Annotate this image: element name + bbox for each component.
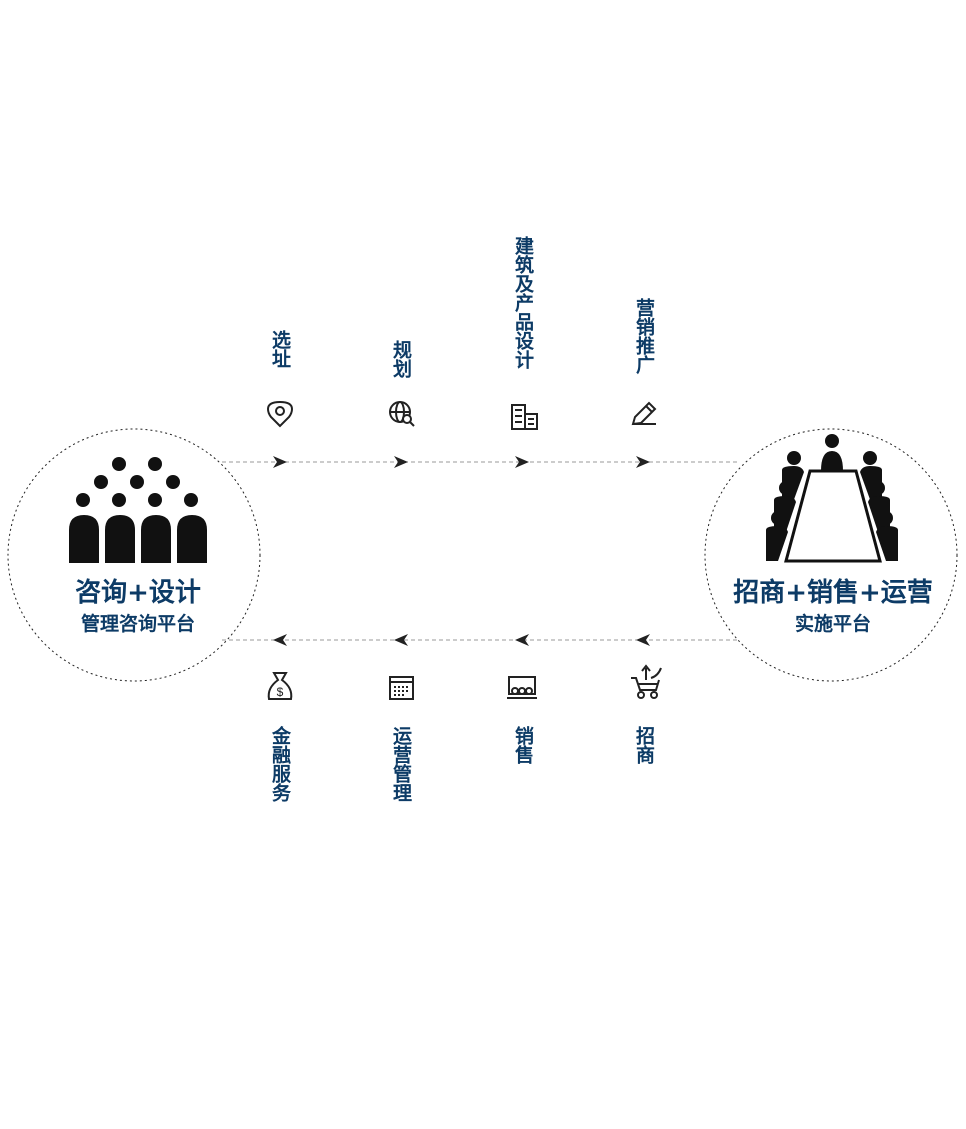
- arrow-left-icon: [394, 634, 408, 646]
- building-icon: [511, 404, 538, 430]
- left-hub-subtitle: 管理咨询平台: [80, 613, 195, 635]
- right-hub-circle: [704, 428, 958, 682]
- step-label-marketing: 营销推广: [633, 298, 655, 374]
- money-bag-icon: $: [267, 672, 293, 700]
- top-arrows: [273, 456, 650, 468]
- right-hub-title: 招商+销售+运营: [733, 578, 933, 608]
- left-hub-title: 咨询+设计: [75, 578, 201, 608]
- arrow-left-icon: [515, 634, 529, 646]
- globe-search-icon: [389, 401, 415, 427]
- left-hub-circle: [7, 428, 261, 682]
- bottom-arrows: [273, 634, 650, 646]
- step-label-financial-services: 金融服务: [269, 726, 291, 802]
- arrow-right-icon: [515, 456, 529, 468]
- presentation-icon: [507, 676, 537, 699]
- step-label-site-selection: 选址: [269, 330, 291, 368]
- right-hub-subtitle: 实施平台: [794, 613, 871, 635]
- group-of-people-icon: [69, 457, 207, 563]
- meeting-table-icon: [766, 434, 898, 563]
- arrow-left-icon: [636, 634, 650, 646]
- pencil-icon: [631, 401, 657, 426]
- arrow-left-icon: [273, 634, 287, 646]
- shopping-cart-upload-icon: [631, 664, 662, 699]
- arrow-right-icon: [394, 456, 408, 468]
- step-label-planning: 规划: [390, 340, 412, 378]
- step-label-sales: 销售: [512, 726, 534, 764]
- calendar-icon: [389, 676, 414, 700]
- arrow-right-icon: [636, 456, 650, 468]
- svg-text:$: $: [277, 685, 284, 699]
- step-label-architecture-design: 建筑及产品设计: [512, 236, 534, 369]
- step-label-operations: 运营管理: [390, 726, 412, 802]
- location-pin-icon: [266, 400, 294, 428]
- arrow-right-icon: [273, 456, 287, 468]
- step-label-leasing: 招商: [633, 726, 655, 764]
